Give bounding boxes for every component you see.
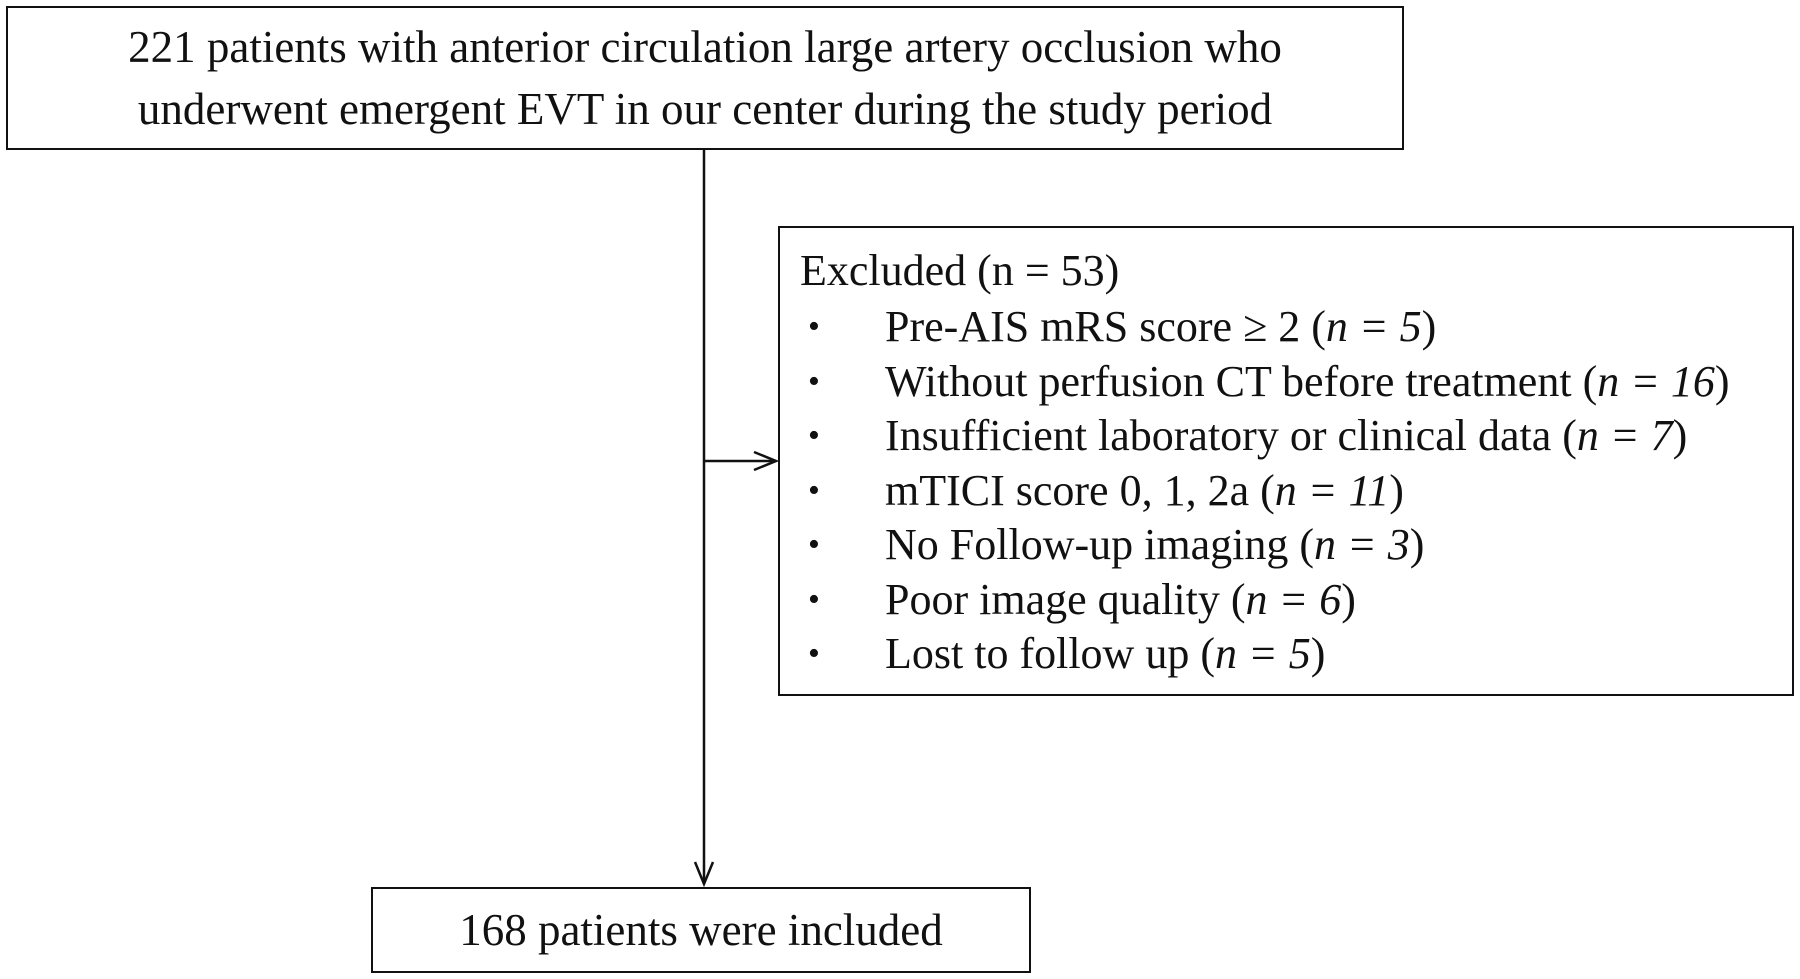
bullet-icon: • (808, 635, 820, 672)
bullet-icon: • (808, 417, 820, 454)
enrolled-line-1: 221 patients with anterior circulation l… (128, 22, 1282, 72)
exclusion-label: Without perfusion CT before treatment (885, 356, 1572, 406)
exclusion-item: •Pre-AIS mRS score ≥ 2 (n = 5) (800, 300, 1792, 355)
exclusion-item: • Insufficient laboratory or clinical dat… (800, 409, 1792, 464)
bullet-icon: • (808, 526, 820, 563)
exclusion-item: •Lost to follow up (n = 5) (800, 627, 1792, 682)
n-prefix: n = (1576, 411, 1651, 460)
exclusion-count: 5 (1288, 629, 1311, 678)
right-arrowhead (753, 450, 780, 472)
exclusion-item: •No Follow-up imaging (n = 3) (800, 518, 1792, 573)
enrolled-patients-box: 221 patients with anterior circulation l… (6, 6, 1404, 150)
included-patients-box: 168 patients were included (371, 887, 1031, 973)
n-prefix: n = (1214, 629, 1289, 678)
exclusion-label: Insufficient laboratory or clinical data (885, 411, 1552, 460)
exclusion-count: 11 (1348, 465, 1390, 515)
exclusion-label: Lost to follow up (885, 629, 1190, 678)
excluded-title: Excluded (n = 53) (800, 246, 1120, 295)
bullet-icon: • (808, 471, 820, 509)
excluded-box: Excluded (n = 53) • Pre-AIS mRS score ≥ 2… (778, 226, 1794, 696)
exclusion-item: •mTICI score 0, 1, 2a (n = 11) (800, 464, 1792, 519)
exclusion-label: Poor image quality (885, 574, 1220, 624)
n-prefix: n = (1274, 465, 1349, 515)
n-prefix: n = (1313, 520, 1388, 569)
n-prefix: n = (1245, 574, 1320, 624)
enrolled-line-2: underwent emergent EVT in our center dur… (137, 84, 1273, 134)
exclusion-count: 7 (1650, 411, 1673, 460)
exclusion-count: 5 (1399, 302, 1422, 351)
exclusion-count: 16 (1670, 356, 1715, 406)
exclusion-label: mTICI score 0, 1, 2a (885, 465, 1250, 515)
n-prefix: n = (1325, 302, 1400, 351)
exclusion-label: No Follow-up imaging (885, 520, 1289, 569)
down-arrowhead (693, 861, 715, 888)
exclusion-item: •Without perfusion CT before treatment (… (800, 355, 1792, 410)
n-prefix: n = (1597, 356, 1671, 406)
included-text: 168 patients were included (459, 905, 943, 955)
exclusion-label: Pre-AIS mRS score ≥ 2 (885, 302, 1301, 351)
exclusion-item: •Poor image quality (n = 6) (800, 573, 1792, 628)
exclusion-list: •Pre-AIS mRS score ≥ 2 (n = 5)•Without p… (800, 300, 1792, 682)
bullet-icon: • (808, 580, 820, 618)
exclusion-count: 3 (1387, 520, 1410, 569)
exclusion-count: 6 (1319, 574, 1342, 624)
bullet-icon: • (808, 362, 820, 400)
bullet-icon: • (808, 308, 820, 345)
